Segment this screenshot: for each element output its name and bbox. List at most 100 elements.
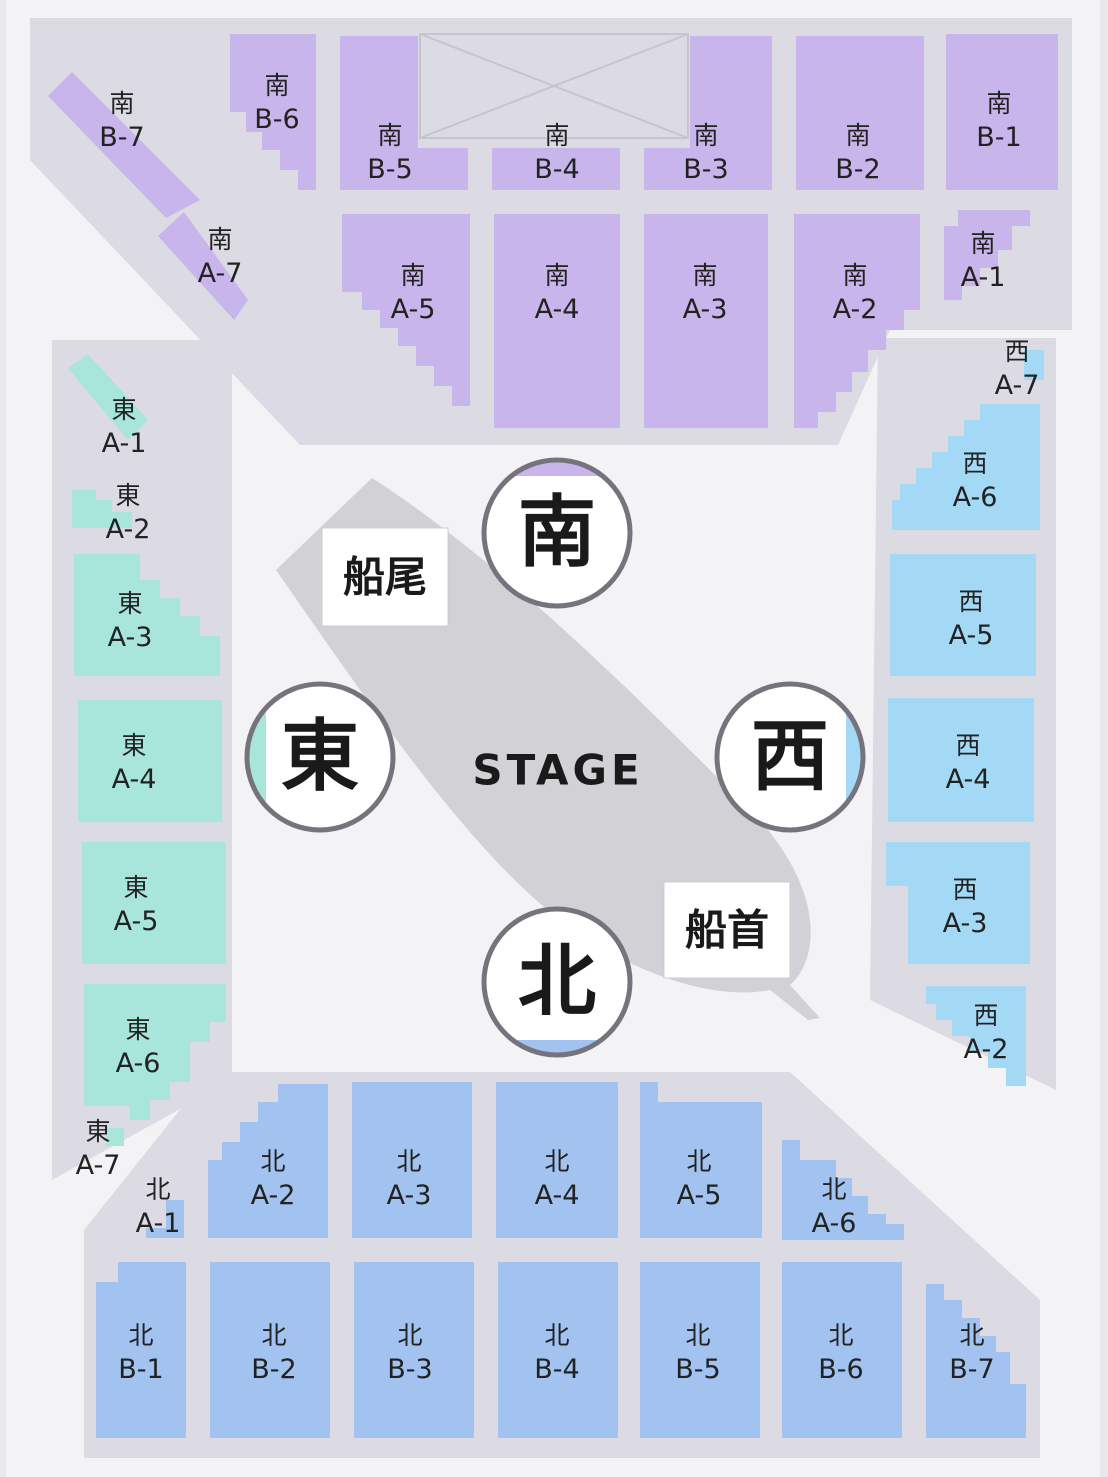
block-south-b7[interactable]: [48, 72, 200, 218]
s-b6-code-label: B-6: [254, 104, 299, 135]
w-a7-direction-label: 西: [1004, 337, 1029, 366]
block-north-a1[interactable]: [146, 1200, 184, 1238]
n-b3-code-label: B-3: [387, 1354, 432, 1385]
s-b7-direction-label: 南: [109, 89, 134, 118]
n-a2-code-label: A-2: [251, 1180, 296, 1211]
stern-label: 船尾: [343, 553, 427, 602]
e-a3-code-label: A-3: [108, 622, 153, 653]
s-b1-direction-label: 南: [986, 89, 1011, 118]
n-b2-direction-label: 北: [261, 1321, 286, 1350]
block-north-b2[interactable]: [210, 1262, 330, 1438]
block-north-a3[interactable]: [352, 1082, 472, 1238]
block-east-a6[interactable]: [84, 984, 226, 1120]
s-b5-code-label: B-5: [367, 154, 412, 185]
e-a1-code-label: A-1: [102, 428, 147, 459]
s-a4-code-label: A-4: [535, 294, 580, 325]
block-north-b5[interactable]: [640, 1262, 760, 1438]
s-b5-direction-label: 南: [377, 121, 402, 150]
s-b4-direction-label: 南: [544, 121, 569, 150]
n-b3-direction-label: 北: [397, 1321, 422, 1350]
e-a3-direction-label: 東: [117, 589, 142, 618]
e-a5-direction-label: 東: [123, 873, 148, 902]
east-direction-label: 東: [281, 712, 359, 802]
n-b5-code-label: B-5: [675, 1354, 720, 1385]
block-north-b6[interactable]: [782, 1262, 902, 1438]
w-a3-direction-label: 西: [952, 875, 977, 904]
s-a3-code-label: A-3: [683, 294, 728, 325]
e-a6-code-label: A-6: [116, 1048, 161, 1079]
block-south-b3[interactable]: [644, 36, 772, 190]
e-a6-direction-label: 東: [125, 1015, 150, 1044]
block-west-a7[interactable]: [1024, 350, 1044, 380]
n-b1-code-label: B-1: [118, 1354, 163, 1385]
s-a4-direction-label: 南: [544, 261, 569, 290]
block-west-a3[interactable]: [886, 842, 1030, 964]
n-a4-code-label: A-4: [535, 1180, 580, 1211]
block-south-b2[interactable]: [796, 36, 924, 190]
e-a7-direction-label: 東: [85, 1117, 110, 1146]
n-b7-code-label: B-7: [949, 1354, 994, 1385]
direction-west: 西: [714, 681, 866, 833]
block-west-a2[interactable]: [926, 986, 1026, 1086]
n-a4-direction-label: 北: [544, 1147, 569, 1176]
n-b4-direction-label: 北: [544, 1321, 569, 1350]
s-b4-code-label: B-4: [534, 154, 579, 185]
camera-area-cross: [419, 33, 689, 139]
n-a1-direction-label: 北: [145, 1175, 170, 1204]
block-south-a3[interactable]: [644, 214, 768, 428]
w-a5-code-label: A-5: [949, 620, 994, 651]
block-south-a2[interactable]: [794, 214, 920, 428]
s-a2-code-label: A-2: [833, 294, 878, 325]
block-north-a2[interactable]: [208, 1084, 328, 1238]
block-east-a7[interactable]: [106, 1128, 124, 1146]
n-b6-code-label: B-6: [818, 1354, 863, 1385]
block-south-a1[interactable]: [944, 210, 1030, 300]
s-a7-direction-label: 南: [207, 225, 232, 254]
block-south-b1[interactable]: [946, 34, 1058, 190]
block-north-a6[interactable]: [782, 1140, 904, 1240]
block-east-a1[interactable]: [68, 354, 148, 440]
block-east-a4[interactable]: [78, 700, 222, 822]
west-section: [886, 350, 1044, 1086]
north-section: [96, 1082, 1026, 1438]
block-west-a5[interactable]: [890, 554, 1036, 676]
w-a3-code-label: A-3: [943, 908, 988, 939]
block-north-a5[interactable]: [640, 1082, 762, 1238]
w-a2-direction-label: 西: [973, 1001, 998, 1030]
block-north-b3[interactable]: [354, 1262, 474, 1438]
block-north-b4[interactable]: [498, 1262, 618, 1438]
w-a4-direction-label: 西: [955, 731, 980, 760]
block-south-b4[interactable]: [492, 148, 620, 190]
block-east-a2[interactable]: [72, 490, 132, 528]
block-east-a5[interactable]: [82, 842, 226, 964]
stern-label-box: [321, 527, 449, 627]
block-west-a4[interactable]: [888, 698, 1034, 822]
block-south-a5[interactable]: [342, 214, 470, 406]
block-south-a7[interactable]: [158, 212, 248, 320]
block-south-b5[interactable]: [340, 36, 468, 190]
block-south-b6[interactable]: [230, 34, 316, 190]
s-b3-direction-label: 南: [693, 121, 718, 150]
n-a5-code-label: A-5: [677, 1180, 722, 1211]
n-b2-code-label: B-2: [251, 1354, 296, 1385]
s-a1-direction-label: 南: [970, 229, 995, 258]
s-b2-direction-label: 南: [845, 121, 870, 150]
block-south-a4[interactable]: [494, 214, 620, 428]
s-a5-direction-label: 南: [400, 261, 425, 290]
direction-north: 北: [481, 906, 633, 1058]
n-a1-code-label: A-1: [136, 1208, 181, 1239]
block-west-a6[interactable]: [892, 404, 1040, 530]
n-a6-code-label: A-6: [812, 1208, 857, 1239]
s-a2-direction-label: 南: [842, 261, 867, 290]
block-north-b7[interactable]: [926, 1284, 1026, 1438]
block-north-a4[interactable]: [496, 1082, 618, 1238]
e-a4-direction-label: 東: [121, 731, 146, 760]
bow-label: 船首: [685, 906, 769, 955]
n-b4-code-label: B-4: [534, 1354, 579, 1385]
block-north-b1[interactable]: [96, 1262, 186, 1438]
n-b7-direction-label: 北: [959, 1321, 984, 1350]
e-a2-direction-label: 東: [115, 481, 140, 510]
block-east-a3[interactable]: [74, 554, 220, 676]
